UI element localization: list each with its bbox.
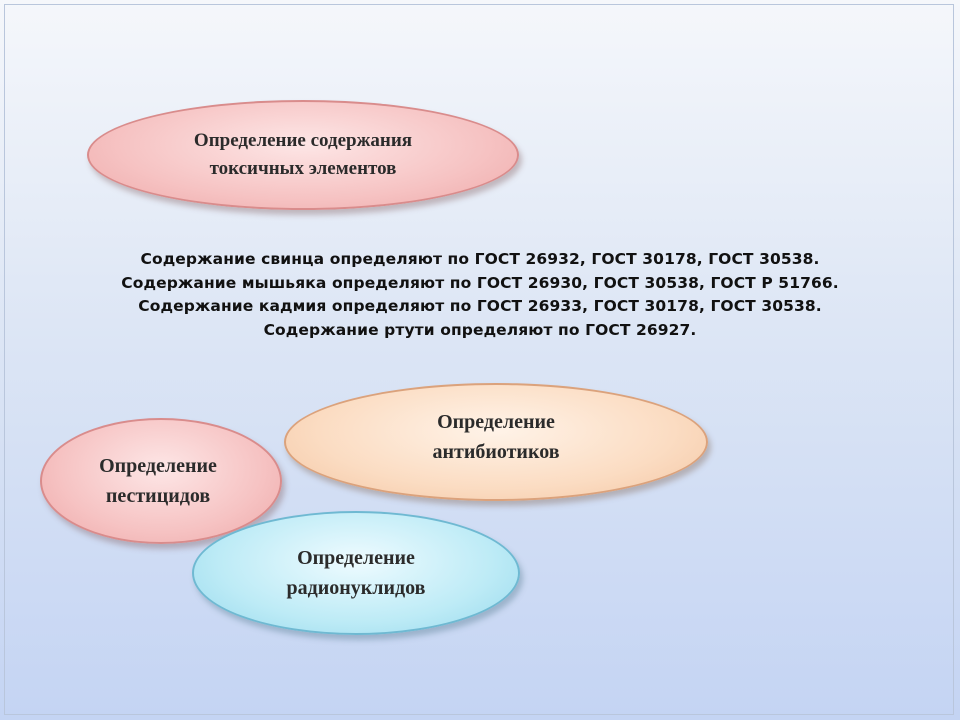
radionuclides-oval-line-2: радионуклидов [286,577,426,599]
antibiotics-oval: Определение антибиотиков [284,383,708,501]
gost-line-mercury: Содержание ртути определяют по ГОСТ 2692… [263,320,697,339]
gost-line-cadmium: Содержание кадмия определяют по ГОСТ 269… [138,297,822,315]
antibiotics-oval-line-1: Определение [437,411,555,433]
pesticides-oval-line-2: пестицидов [105,485,211,507]
radionuclides-oval-line-1: Определение [297,547,415,569]
antibiotics-oval-line-2: антибиотиков [432,441,560,463]
slide-frame [4,4,954,715]
toxic-oval-line-1: Определение содержания [193,129,413,151]
gost-line-lead: Содержание свинца определяют по ГОСТ 269… [140,250,820,268]
toxic-elements-oval: Определение содержания токсичных элемент… [87,100,519,210]
gost-line-arsenic: Содержание мышьяка определяют по ГОСТ 26… [121,273,839,292]
gost-standards-text: Содержание свинца определяют по ГОСТ 269… [0,248,960,342]
pesticides-oval-line-1: Определение [99,455,217,477]
pesticides-oval: Определение пестицидов [40,418,282,544]
radionuclides-oval: Определение радионуклидов [192,511,520,635]
toxic-oval-line-2: токсичных элементов [209,158,397,179]
